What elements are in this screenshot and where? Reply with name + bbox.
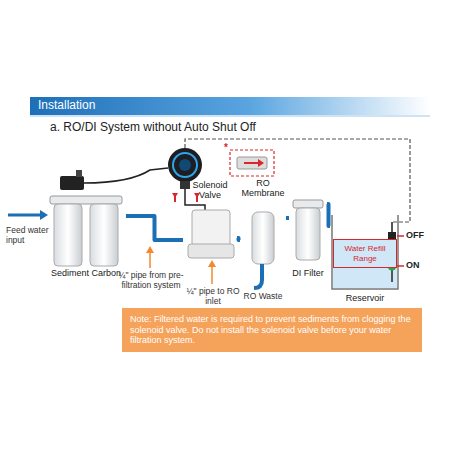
section-title: Installation xyxy=(38,99,95,113)
water-pipe xyxy=(126,216,183,240)
pipe-label: ¼" pipe to RO inlet xyxy=(186,287,240,307)
note-box: Note: Filtered water is required to prev… xyxy=(122,308,422,352)
node-text: Reservoir xyxy=(344,293,387,303)
water-pipe xyxy=(237,238,240,240)
title-band xyxy=(30,97,430,115)
range-box: Water Refill Range xyxy=(333,239,397,268)
filter-node: Sediment Carbon xyxy=(46,190,126,278)
node-text: Water Refill Range xyxy=(334,244,396,262)
reservoir-node: Reservoir Water Refill Range xyxy=(330,212,400,303)
node-text: Sediment Carbon xyxy=(51,268,121,278)
node-text: DI Filter xyxy=(292,268,324,278)
membrane-node: RO Membrane xyxy=(240,178,286,268)
valve-node: Solenoid Valve xyxy=(183,180,237,260)
solenoid-valve-body xyxy=(188,210,234,258)
filter-node: DI Filter xyxy=(289,190,327,278)
reservoir-tank xyxy=(332,215,398,289)
switch-state: OFF xyxy=(406,230,436,240)
water-pipe xyxy=(286,216,289,220)
node-text: Solenoid Valve xyxy=(183,180,237,201)
switch-state: ON xyxy=(406,260,436,270)
node-text: Note: Filtered water is required to prev… xyxy=(130,314,414,345)
filter-cartridges xyxy=(50,196,122,266)
pipe-label: ¼" pipe from pre-filtration system xyxy=(112,271,190,291)
pipe-label: RO Waste xyxy=(238,292,288,302)
pipe-label: Feed water input xyxy=(6,226,58,246)
subtitle: a. RO/DI System without Auto Shut Off xyxy=(50,121,390,135)
water-pipe xyxy=(327,204,330,226)
node-text: RO Membrane xyxy=(240,178,286,199)
callout-mark: * xyxy=(224,142,234,154)
